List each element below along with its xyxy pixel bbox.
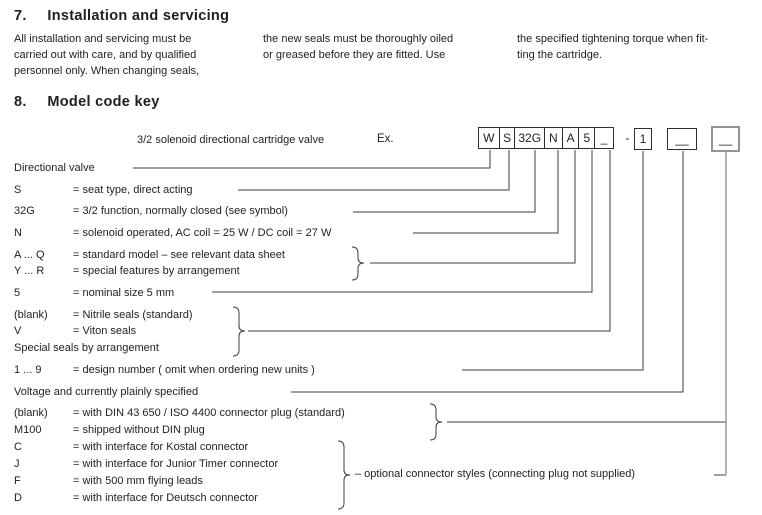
code-segment-5: 5: [579, 128, 596, 148]
row-desc: = with interface for Junior Timer connec…: [73, 458, 279, 470]
row-din-plug: (blank) = with DIN 43 650 / ISO 4400 conn…: [14, 406, 345, 420]
section8-title: Model code key: [47, 94, 160, 110]
leader-line-voltage: [291, 151, 684, 393]
row-desc: = 3/2 function, normally closed (see sym…: [73, 205, 288, 217]
section8-heading: 8. Model code key: [14, 94, 160, 110]
row-special-features: Y ... R = special features by arrangement: [14, 264, 240, 278]
row-desc: = with 500 mm flying leads: [73, 475, 203, 487]
row-key: J: [14, 458, 20, 470]
row-desc: = seat type, direct acting: [73, 184, 193, 196]
row-desc: = shipped without DIN plug: [73, 424, 205, 436]
section7-column-2: the new seals must be thoroughly oiled o…: [263, 33, 454, 61]
row-key: 5: [14, 287, 21, 299]
code-separator: -: [625, 131, 630, 145]
section8-number: 8.: [14, 94, 27, 110]
code-connector-box: __: [711, 126, 740, 152]
row-key: D: [14, 492, 22, 504]
row-design-number: 1 ... 9 = design number ( omit when order…: [14, 363, 315, 377]
row-voltage: Voltage and currently plainly specified: [14, 385, 198, 399]
row-desc: = nominal size 5 mm: [73, 287, 175, 299]
section7-heading: 7. Installation and servicing: [14, 8, 229, 24]
row-key: 1 ... 9: [14, 364, 42, 376]
section7-number: 7.: [14, 8, 27, 24]
row-kostal: C = with interface for Kostal connector: [14, 440, 248, 454]
row-directional-valve: Directional valve: [14, 161, 95, 175]
row-m100: M100 = shipped without DIN plug: [14, 423, 205, 437]
leader-line-nominal-size: [212, 150, 593, 293]
row-desc: = with DIN 43 650 / ISO 4400 connector p…: [73, 407, 345, 419]
code-segment-s: S: [500, 128, 516, 148]
row-key: Voltage and currently plainly specified: [14, 386, 199, 398]
leader-line-seat-type: [238, 150, 510, 191]
row-key: Special seals by arrangement: [14, 342, 159, 354]
row-key: (blank): [14, 407, 48, 419]
leader-line-directional-valve: [133, 150, 491, 169]
row-key: V: [14, 325, 22, 337]
code-segment-a: A: [563, 128, 580, 148]
code-segment-w: W: [479, 128, 500, 148]
leader-line-solenoid: [413, 150, 559, 234]
row-standard-model: A ... Q = standard model – see relevant d…: [14, 248, 285, 262]
row-key: A ... Q: [14, 249, 45, 261]
row-desc: = design number ( omit when ordering new…: [73, 364, 315, 376]
row-desc: = solenoid operated, AC coil = 25 W / DC…: [73, 227, 332, 239]
row-key: C: [14, 441, 22, 453]
row-desc: = Viton seals: [73, 325, 137, 337]
row-key: F: [14, 475, 21, 487]
leader-line-32g: [353, 150, 536, 213]
row-nominal-size: 5 = nominal size 5 mm: [14, 286, 174, 300]
section7-column-1: All installation and servicing must be c…: [14, 33, 200, 77]
row-deutsch: D = with interface for Deutsch connector: [14, 491, 258, 505]
code-segment-seal: _: [600, 131, 608, 145]
row-flying-leads: F = with 500 mm flying leads: [14, 474, 203, 488]
row-desc: = special features by arrangement: [73, 265, 240, 277]
model-code-caption: 3/2 solenoid directional cartridge valve: [137, 134, 325, 146]
row-desc: = with interface for Kostal connector: [73, 441, 249, 453]
code-segment-n: N: [545, 128, 563, 148]
leader-line-design-number: [462, 151, 644, 371]
row-desc: = standard model – see relevant data she…: [73, 249, 285, 261]
section7-title: Installation and servicing: [47, 8, 230, 24]
leader-line-standard-model: [370, 150, 576, 264]
row-32g-function: 32G = 3/2 function, normally closed (see …: [14, 204, 288, 218]
row-special-seals: Special seals by arrangement: [14, 341, 159, 355]
leader-line-seals: [248, 150, 611, 332]
row-key: M100: [14, 424, 42, 436]
row-key: Y ... R: [14, 265, 45, 277]
row-key: (blank): [14, 309, 48, 321]
section7-column-3: the specified tightening torque when fit…: [517, 33, 709, 61]
brace-optional-connectors: [337, 440, 351, 510]
example-label: Ex.: [377, 133, 394, 145]
row-nitrile-seals: (blank) = Nitrile seals (standard): [14, 308, 193, 322]
model-code-segments: W S 32G N A 5 _: [478, 127, 614, 149]
code-segment-32g: 32G: [515, 128, 545, 148]
code-voltage-box: __: [667, 128, 697, 150]
row-key: S: [14, 184, 22, 196]
row-desc: = Nitrile seals (standard): [73, 309, 193, 321]
code-design-number-box: 1: [634, 128, 652, 150]
row-solenoid-operated: N = solenoid operated, AC coil = 25 W / D…: [14, 226, 331, 240]
row-key: N: [14, 227, 22, 239]
row-key: 32G: [14, 205, 35, 217]
brace-din-plug: [429, 403, 443, 441]
brace-seals: [232, 306, 246, 357]
row-desc: = with interface for Deutsch connector: [73, 492, 258, 504]
brace-standard-special: [351, 246, 365, 281]
optional-connector-annotation: – optional connector styles (connecting …: [355, 468, 636, 480]
row-seat-type: S = seat type, direct acting: [14, 183, 193, 197]
row-viton-seals: V = Viton seals: [14, 324, 136, 338]
row-junior-timer: J = with interface for Junior Timer conne…: [14, 457, 278, 471]
row-key: Directional valve: [14, 162, 95, 174]
